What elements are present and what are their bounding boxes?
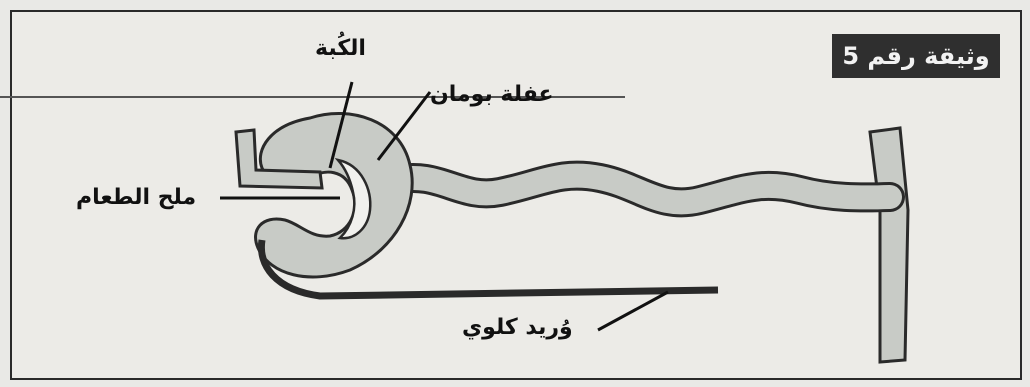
collecting-duct — [870, 128, 908, 362]
pointer-vein — [598, 292, 668, 330]
bowman-capsule — [256, 113, 413, 276]
vein-label: وُريد كلوي — [462, 315, 573, 340]
capsule-label: الكُبة — [315, 36, 366, 61]
salt-label: ملح الطعام — [76, 185, 196, 210]
glomerulus-label: عفلة بومان — [430, 82, 554, 107]
